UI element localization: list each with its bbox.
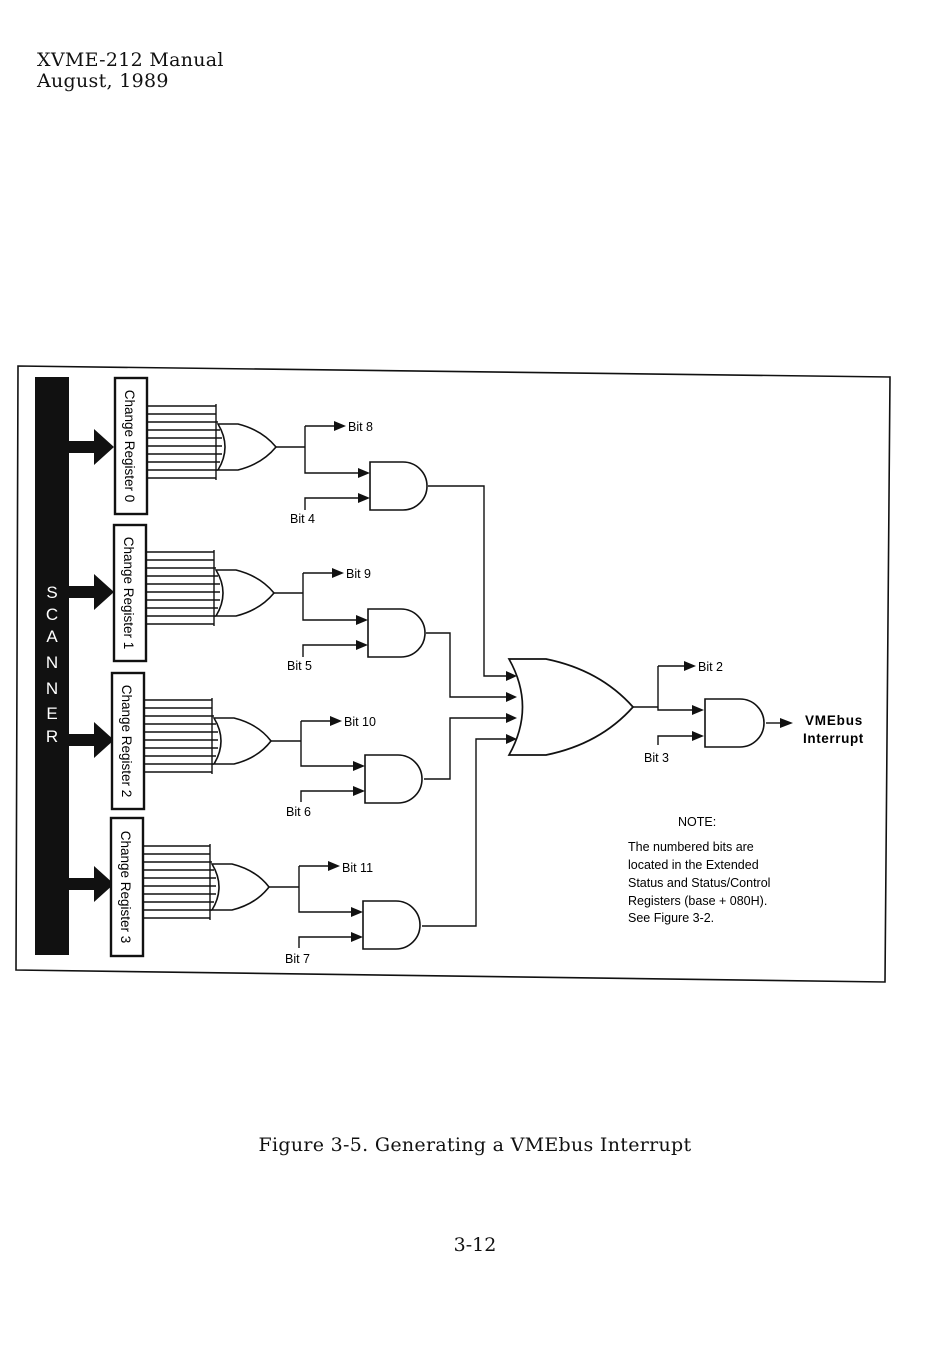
register-group-3: Change Register 3 Bit 11 Bit 7 bbox=[69, 738, 506, 966]
change-register-3 bbox=[109, 816, 145, 958]
connection-wires bbox=[274, 572, 506, 698]
bit-label: Bit 4 bbox=[290, 512, 315, 526]
note-title: NOTE: bbox=[678, 815, 716, 829]
register-group-2: Change Register 2 Bit 10 Bit 6 bbox=[69, 671, 506, 819]
register-outputs bbox=[144, 698, 218, 774]
register-label: Change Register 3 bbox=[118, 831, 133, 944]
change-register-2 bbox=[110, 671, 146, 811]
final-stage: Bit 2 Bit 3 VMEbus Interrupt bbox=[633, 660, 864, 765]
connection-wires bbox=[271, 717, 506, 802]
and-gate-icon bbox=[367, 608, 426, 658]
arrowheads bbox=[332, 568, 368, 650]
register-label: Change Register 1 bbox=[121, 537, 136, 650]
bit-label: Bit 8 bbox=[348, 420, 373, 434]
register-outputs bbox=[147, 404, 222, 480]
document-header: XVME-212 Manual August, 1989 bbox=[37, 50, 224, 92]
scanner-letter: N bbox=[46, 653, 58, 672]
or-gate-icon bbox=[214, 569, 276, 617]
arrowheads bbox=[334, 421, 370, 503]
scanner-letter: E bbox=[46, 704, 57, 723]
change-register-1 bbox=[112, 523, 148, 663]
register-outputs bbox=[146, 550, 220, 626]
output-label: VMEbus bbox=[805, 713, 863, 728]
manual-date: August, 1989 bbox=[37, 70, 169, 92]
output-label: Interrupt bbox=[803, 731, 864, 746]
scanner-letter: R bbox=[46, 727, 58, 746]
connection-wires bbox=[276, 425, 506, 677]
register-label: Change Register 0 bbox=[122, 390, 137, 503]
connection-wires bbox=[633, 665, 780, 745]
and-gate-icon bbox=[362, 900, 421, 950]
scanner-arrow bbox=[69, 574, 114, 610]
arrowheads bbox=[328, 861, 363, 942]
note-line: located in the Extended bbox=[628, 858, 759, 872]
arrowheads bbox=[330, 716, 365, 796]
connection-wires bbox=[269, 738, 506, 948]
scanner-arrow bbox=[69, 429, 114, 465]
scanner-letter: S bbox=[46, 583, 57, 602]
register-group-1: Change Register 1 Bit 9 Bit 5 bbox=[69, 523, 506, 698]
bit-label: Bit 3 bbox=[644, 751, 669, 765]
bit-label: Bit 9 bbox=[346, 567, 371, 581]
scanner-letter: C bbox=[46, 605, 58, 624]
bit-label: Bit 7 bbox=[285, 952, 310, 966]
note-line: Status and Status/Control bbox=[628, 876, 770, 890]
note-line: Registers (base + 080H). bbox=[628, 894, 767, 908]
scanner-label: S C A N N E R bbox=[46, 583, 58, 746]
register-outputs bbox=[143, 844, 216, 920]
register-label: Change Register 2 bbox=[119, 685, 134, 798]
scanner-bar bbox=[35, 377, 69, 955]
scanner-arrow bbox=[69, 722, 114, 758]
note-line: The numbered bits are bbox=[628, 840, 754, 854]
bit-label: Bit 6 bbox=[286, 805, 311, 819]
note-line: See Figure 3-2. bbox=[628, 911, 714, 925]
bit-label: Bit 2 bbox=[698, 660, 723, 674]
figure-frame bbox=[15, 365, 891, 983]
bit-label: Bit 11 bbox=[342, 861, 373, 875]
and-gate-icon bbox=[364, 754, 423, 804]
scanner-letter: N bbox=[46, 679, 58, 698]
bit-label: Bit 5 bbox=[287, 659, 312, 673]
or-gate-icon bbox=[212, 717, 273, 765]
arrowheads bbox=[684, 661, 793, 741]
manual-title: XVME-212 Manual bbox=[37, 49, 224, 71]
and-gate-icon bbox=[369, 461, 428, 511]
arrowheads bbox=[506, 671, 517, 744]
page-number: 3-12 bbox=[453, 1234, 497, 1256]
figure-caption: Figure 3-5. Generating a VMEbus Interrup… bbox=[258, 1134, 692, 1156]
change-register-0 bbox=[113, 376, 149, 516]
main-or-gate-icon bbox=[507, 658, 635, 756]
or-gate-icon bbox=[216, 423, 278, 471]
final-and-gate-icon bbox=[704, 698, 765, 748]
note-block: NOTE: The numbered bits are located in t… bbox=[628, 815, 770, 925]
bit-label: Bit 10 bbox=[344, 715, 376, 729]
register-group-0: Change Register 0 Bit 8 Bit 4 bbox=[69, 376, 506, 677]
scanner-letter: A bbox=[46, 627, 58, 646]
scanner-arrow bbox=[69, 866, 114, 902]
or-gate-icon bbox=[210, 863, 271, 911]
